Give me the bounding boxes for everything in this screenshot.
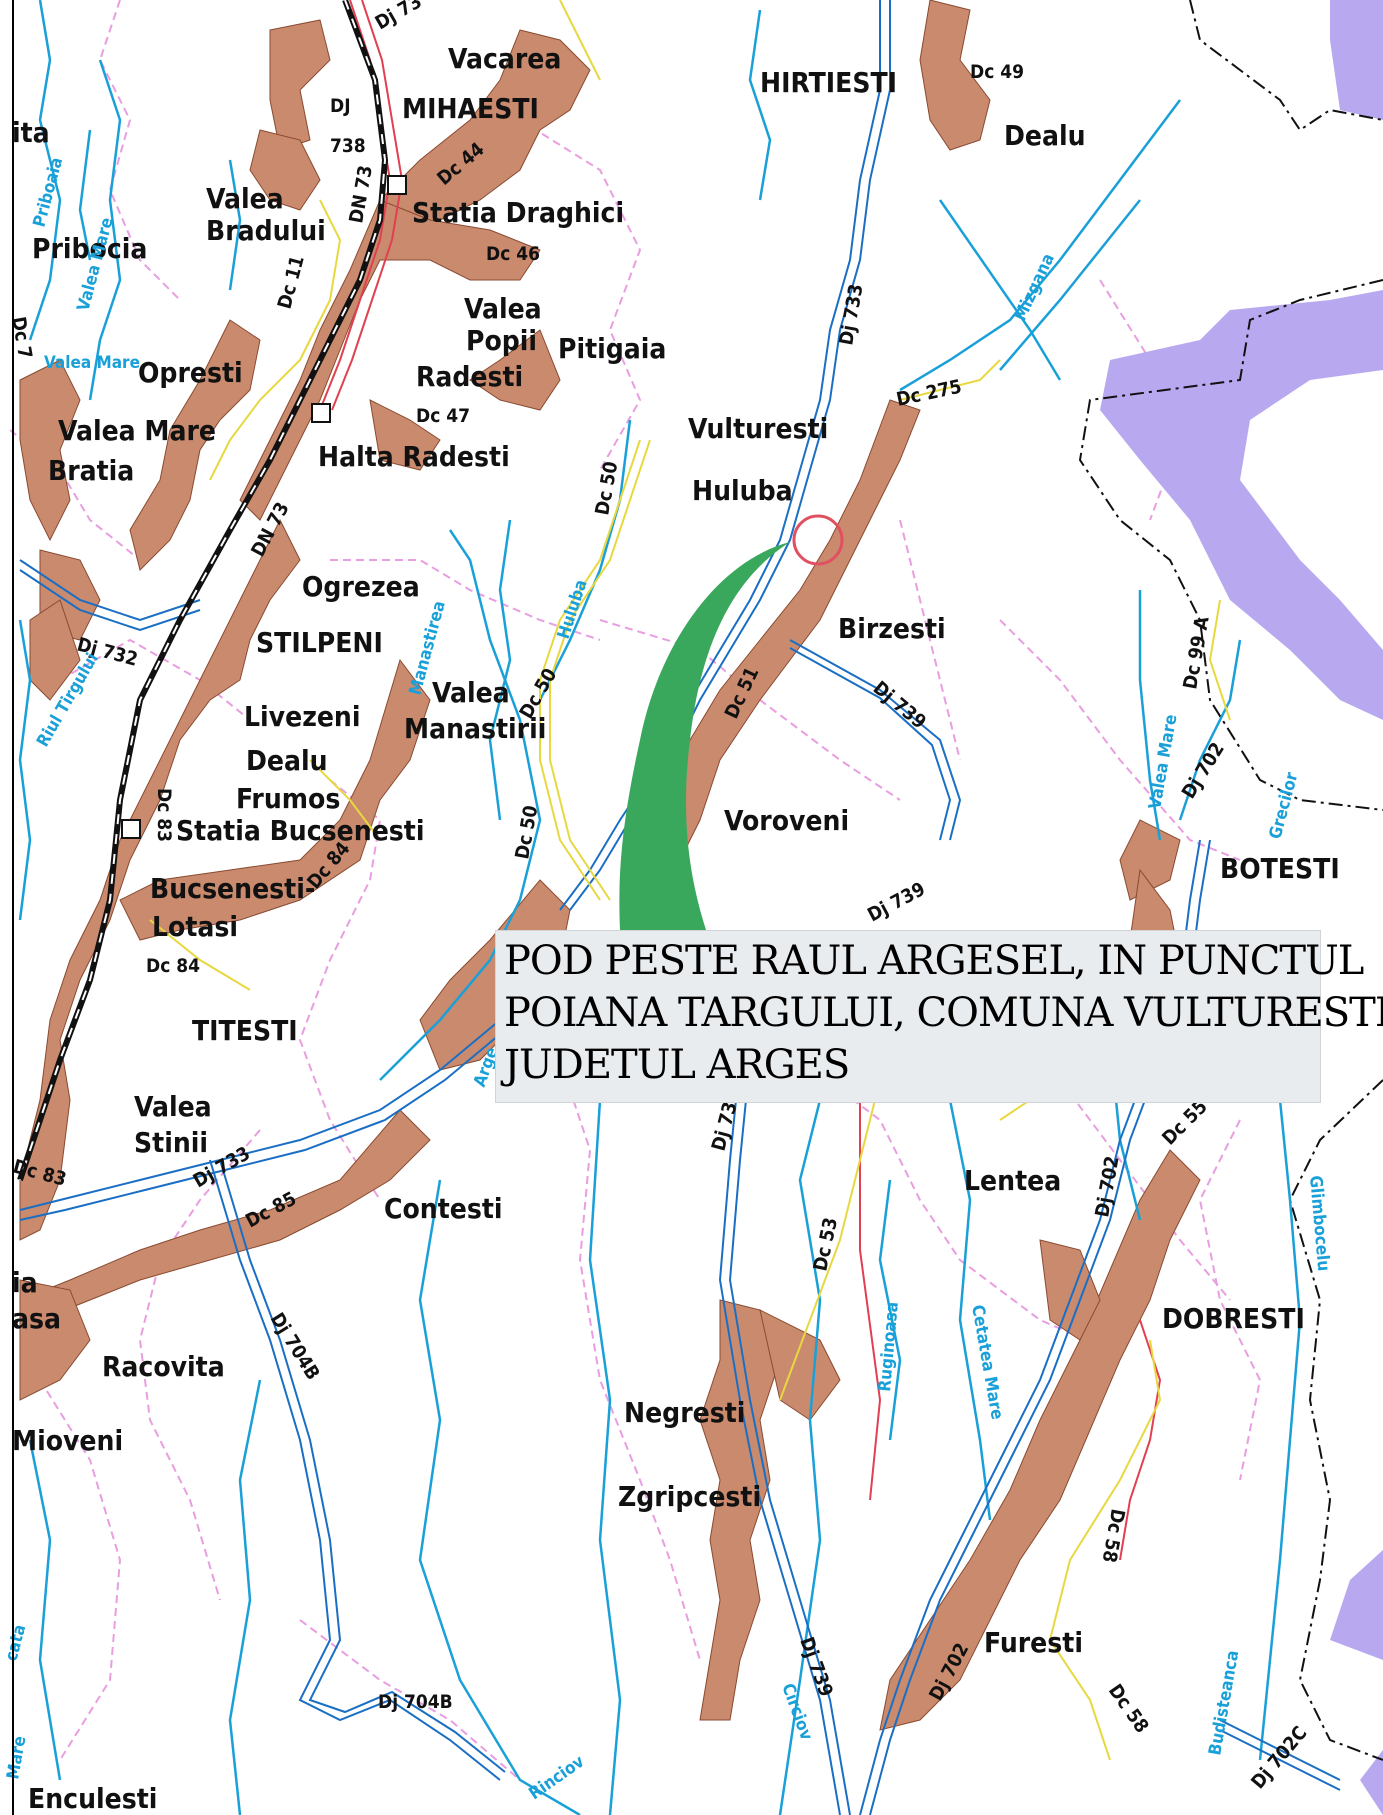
river-label: Priboaia [30, 155, 68, 229]
place-label: Enculesti [28, 1782, 157, 1815]
county-border [1078, 0, 1383, 1761]
road-label: Dj 704B [378, 1691, 453, 1713]
road-label: DN 73 [345, 164, 377, 225]
railway-line [17, 0, 389, 1181]
road-label: Dj 702 [1178, 739, 1229, 803]
bridge-callout-box: POD PESTE RAUL ARGESEL, IN PUNCTUL POIAN… [495, 930, 1383, 1103]
place-label: Valea [206, 182, 284, 215]
river-label: Rinciov [525, 1752, 588, 1804]
place-label: Lentea [964, 1164, 1061, 1197]
road-label: Dj 73 [372, 0, 426, 34]
place-label: STILPENI [256, 626, 383, 659]
place-label: Vulturesti [688, 412, 828, 445]
place-label: Valea [432, 676, 510, 709]
place-label: ia [12, 1266, 38, 1299]
place-label: Valea [134, 1090, 212, 1123]
road-label: Dc 58 [1104, 1680, 1153, 1737]
road-label: Dc 275 [894, 376, 963, 411]
place-label: DOBRESTI [1162, 1302, 1305, 1335]
place-label: Lotasi [152, 910, 238, 943]
road-label: Dj 739 [864, 878, 929, 926]
place-label: TITESTI [192, 1014, 298, 1047]
place-label: Popii [466, 324, 537, 357]
place-label: Manastirii [404, 712, 546, 745]
road-label: 738 [330, 135, 366, 157]
road-label: Dc 84 [146, 955, 200, 977]
road-label: Dj 73 [708, 1100, 742, 1154]
reservoir-lakes [1100, 0, 1383, 1815]
place-label: Vacarea [448, 42, 561, 75]
place-label: Opresti [138, 356, 243, 389]
road-label: Dc 7 [7, 315, 36, 360]
road-label: Dc 47 [416, 405, 470, 427]
river-label: Glimbocelu [1305, 1175, 1333, 1272]
place-label: Frumos [236, 782, 340, 815]
place-label: Halta Radesti [318, 440, 510, 473]
road-label: Dc 99 A [1179, 614, 1214, 691]
callout-line: JUDETUL ARGES [504, 1042, 850, 1088]
road-label: Dc 50 [515, 665, 561, 723]
place-label: Dealu [246, 744, 328, 777]
road-label: Dc 83 [153, 788, 175, 842]
place-label: Pitigaia [558, 332, 666, 365]
river-label: Circiov [777, 1681, 816, 1743]
road-label: Dc 46 [486, 243, 540, 265]
road-label: Dj 702C [1247, 1722, 1312, 1793]
road-label: Dc 49 [970, 61, 1024, 83]
place-label: Contesti [384, 1192, 503, 1225]
bridge-location-circle [792, 514, 844, 566]
road-label: Dc 58 [1098, 1507, 1129, 1564]
settlement-areas [19, 0, 1201, 1731]
place-label: Bratia [48, 454, 134, 487]
place-label: Bucsenesti- [150, 872, 315, 905]
river-label: Mizgana [1010, 251, 1058, 325]
place-labels: Vacarea MIHAESTI HIRTIESTI Dealu ita Val… [12, 42, 1340, 1815]
river-label: Mare [3, 1735, 30, 1781]
road-label: Dc 53 [809, 1216, 842, 1273]
place-label: asa [12, 1302, 61, 1335]
road-label: Dc 11 [274, 253, 309, 311]
place-label: Birzesti [838, 612, 946, 645]
place-label: Pribocia [32, 232, 147, 265]
river-label: cata [2, 1622, 31, 1663]
river-label: Huluba [554, 577, 592, 641]
place-label: Mioveni [12, 1424, 123, 1457]
river-label: Valea Mare [1145, 713, 1181, 811]
station-markers [121, 175, 407, 839]
place-label: Stinii [134, 1126, 208, 1159]
river-label: Valea Mare [44, 353, 140, 373]
place-label: Huluba [692, 474, 793, 507]
place-label: ita [12, 116, 50, 149]
place-label: Statia Draghici [412, 196, 624, 229]
place-label: Furesti [984, 1626, 1083, 1659]
road-label: Dc 50 [511, 804, 542, 861]
river-label: Budisteanca [1205, 1649, 1243, 1757]
place-label: BOTESTI [1220, 852, 1340, 885]
road-label: Dj 704B [266, 1309, 324, 1384]
callout-line: POD PESTE RAUL ARGESEL, IN PUNCTUL [504, 938, 1364, 984]
river-label: Grecilor [1266, 770, 1303, 841]
road-label: Dj 739 [869, 677, 930, 734]
place-label: Voroveni [724, 804, 849, 837]
road-label: DJ [330, 95, 351, 117]
place-label: Zgripcesti [618, 1480, 761, 1513]
highlighted-route-marker [619, 542, 790, 930]
place-label: Ogrezea [302, 570, 420, 603]
rivers [18, 0, 1302, 1815]
place-label: MIHAESTI [402, 92, 539, 125]
road-label: Dc 55 [1158, 1096, 1212, 1150]
place-label: HIRTIESTI [760, 66, 897, 99]
place-label: Dealu [1004, 119, 1086, 152]
place-label: Livezeni [244, 700, 361, 733]
callout-line: POIANA TARGULUI, COMUNA VULTURESTI, [504, 990, 1383, 1036]
place-label: Radesti [416, 360, 523, 393]
place-label: Statia Bucsenesti [176, 814, 424, 847]
place-label: Bradului [206, 214, 326, 247]
place-label: Racovita [102, 1350, 225, 1383]
place-label: Valea [464, 292, 542, 325]
place-label: Negresti [624, 1396, 745, 1429]
place-label: Valea Mare [58, 414, 216, 447]
